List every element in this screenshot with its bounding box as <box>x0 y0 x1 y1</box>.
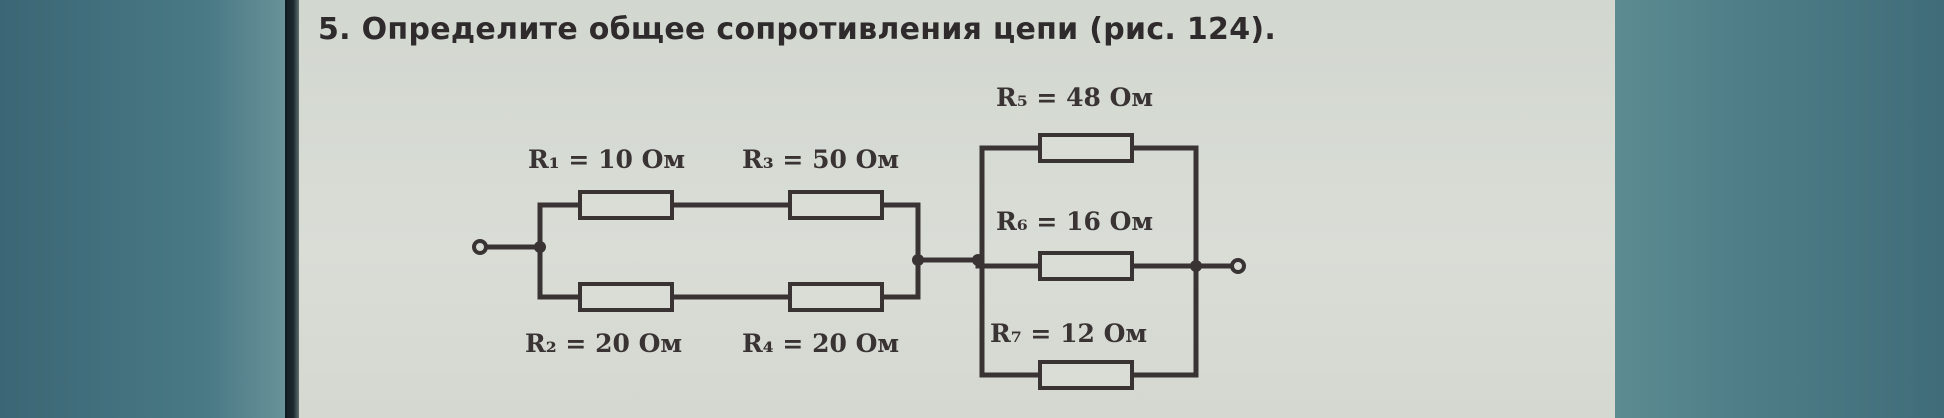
resistor-r5 <box>1038 133 1134 163</box>
branch-top-right <box>879 202 921 263</box>
input-terminal <box>472 239 488 255</box>
label-r2: R₂ = 20 Ом <box>525 329 682 358</box>
label-r1: R₁ = 10 Ом <box>528 145 685 174</box>
output-terminal <box>1230 258 1246 274</box>
resistor-r4 <box>788 282 884 312</box>
resistor-r6 <box>1038 251 1134 281</box>
resistor-r3 <box>788 190 884 220</box>
label-r4: R₄ = 20 Ом <box>742 329 899 358</box>
resistor-r2 <box>578 282 674 312</box>
page-edge-shadow <box>285 0 299 418</box>
label-r6: R₆ = 16 Ом <box>996 207 1153 236</box>
label-r7: R₇ = 12 Ом <box>990 319 1147 348</box>
label-r5: R₅ = 48 Ом <box>996 83 1153 112</box>
resistor-r1 <box>578 190 674 220</box>
resistor-r7 <box>1038 360 1134 390</box>
background-right <box>1600 0 1944 418</box>
branch-bottom-right <box>879 257 921 300</box>
branch-bottom-wire <box>537 244 583 300</box>
branch-top-wire <box>537 202 583 250</box>
background-left <box>0 0 300 418</box>
label-r3: R₃ = 50 Ом <box>742 145 899 174</box>
problem-title: 5. Определите общее сопротивления цепи (… <box>318 12 1277 47</box>
paper-sheet <box>285 0 1615 418</box>
